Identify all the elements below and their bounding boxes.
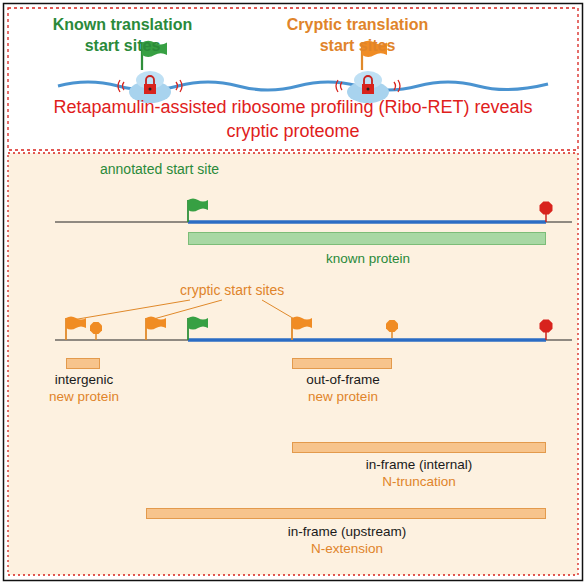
leader-line (262, 300, 296, 320)
start-flag (146, 317, 166, 341)
orf-line (188, 338, 546, 342)
leader-line (72, 300, 190, 320)
panel-title: Retapamulin-assisted ribosome profiling … (40, 95, 546, 143)
stop-sign (540, 320, 553, 341)
start-flag (66, 317, 86, 341)
outer-frame (4, 4, 583, 581)
protein-type: N-truncation (309, 473, 529, 490)
site-label: cryptic start sites (180, 281, 380, 299)
orf-line (188, 220, 546, 224)
lower-panel (8, 153, 578, 575)
stop-sign (386, 320, 398, 338)
leader-line (150, 300, 222, 320)
start-flag (188, 317, 208, 341)
dna-line (55, 222, 572, 223)
protein-bar: in-frame (internal)N-truncation (292, 442, 546, 453)
dna-line (55, 340, 572, 341)
start-flag (188, 199, 208, 223)
protein-type: new protein (0, 388, 194, 405)
section-heading: Known translation start sites (40, 14, 205, 56)
stop-sign (540, 202, 553, 223)
protein-type: N-extension (237, 540, 457, 557)
protein-label: in-frame (internal) (309, 456, 529, 473)
protein-label: known protein (258, 250, 478, 267)
protein-label: out-of-frame (233, 371, 453, 388)
protein-bar: intergenicnew protein (66, 358, 100, 369)
protein-bar: known protein (188, 232, 546, 245)
stop-sign (90, 322, 102, 340)
protein-bar: out-of-framenew protein (292, 358, 392, 369)
protein-bar: in-frame (upstream)N-extension (146, 508, 546, 519)
protein-type: new protein (233, 388, 453, 405)
section-heading: Cryptic translation start sites (275, 14, 440, 56)
protein-label: intergenic (0, 371, 194, 388)
protein-label: in-frame (upstream) (237, 523, 457, 540)
site-label: annotated start site (100, 160, 300, 178)
upper-panel (8, 8, 578, 150)
start-flag (292, 317, 312, 341)
